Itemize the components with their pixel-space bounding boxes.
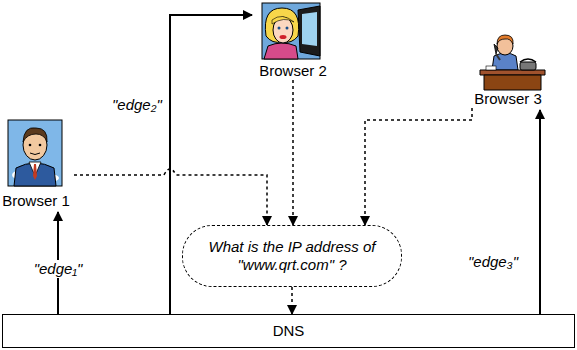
- edge-label: "edge₂": [110, 96, 164, 114]
- dns-bar: DNS: [2, 314, 575, 348]
- node-label: Browser 1: [0, 192, 74, 210]
- dns-query-box: What is the IP address of "www.qrt.com" …: [182, 225, 402, 287]
- browser-node: Browser 2: [252, 0, 334, 80]
- browser-node: Browser 3: [466, 36, 550, 108]
- node-label: What is the IP address of "www.qrt.com" …: [204, 238, 380, 274]
- node-label: Browser 3: [466, 90, 550, 108]
- query-arrow: [291, 287, 293, 314]
- query-arrow: [292, 80, 294, 225]
- edge-label: "edge₃": [466, 253, 520, 271]
- node-label: Browser 2: [252, 62, 334, 80]
- edge-label: "edge₁": [32, 260, 85, 278]
- edge-arrow: [539, 110, 541, 314]
- node-label: DNS: [273, 322, 305, 340]
- browser-node: Browser 1: [0, 118, 74, 210]
- query-arrow: [365, 108, 472, 225]
